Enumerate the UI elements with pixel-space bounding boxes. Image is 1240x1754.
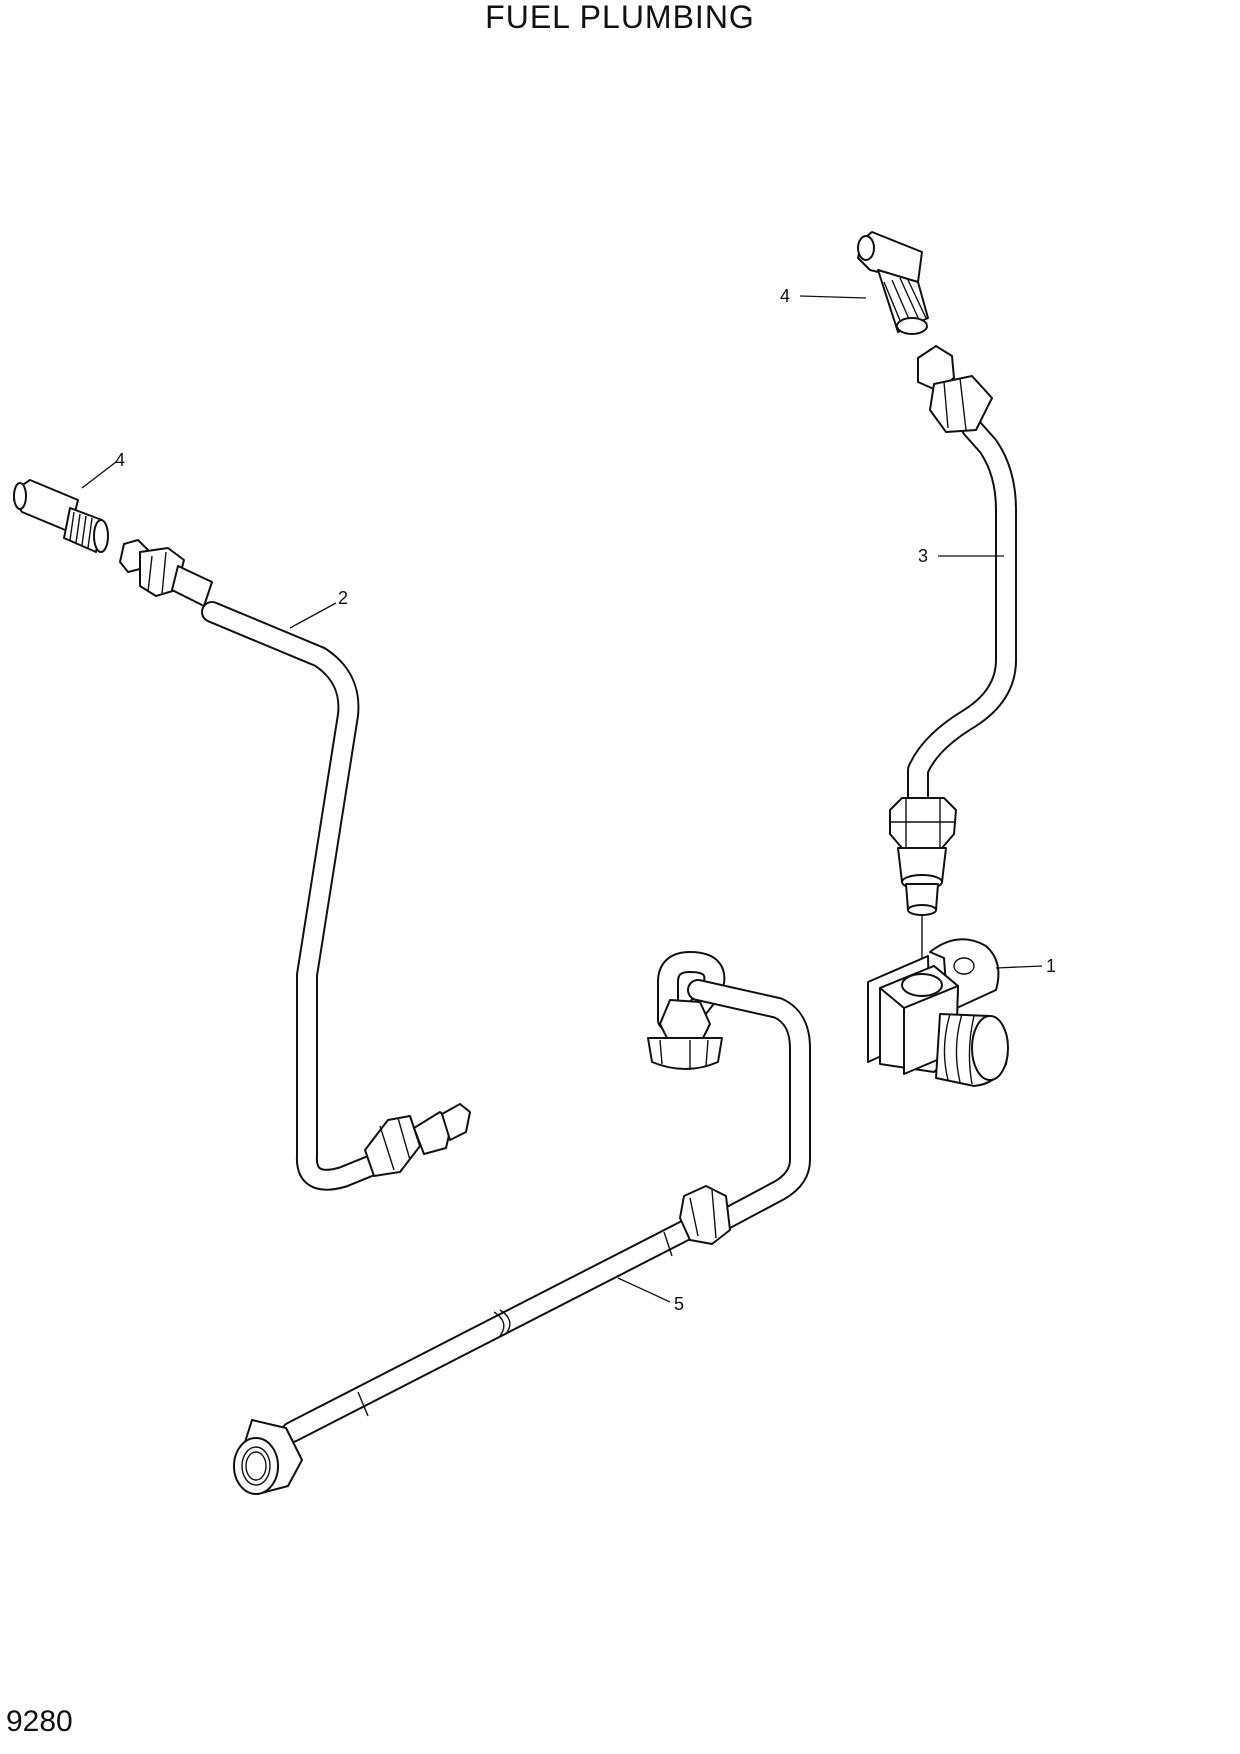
- pipe-2-upper-nut: [119, 539, 213, 607]
- callout-4-top: 4: [780, 286, 790, 306]
- fuel-pipe-2: [201, 601, 386, 1191]
- pipe-3-lower-nut: [889, 797, 957, 985]
- hose-5-middle-nut: [679, 1185, 731, 1245]
- connector-fitting-left: [13, 479, 109, 553]
- pipe-2-lower-nut: [364, 1103, 471, 1177]
- fuel-hose-5: [281, 951, 811, 1443]
- hose-5-upper-nut: [647, 999, 723, 1070]
- callout-1: 1: [1046, 956, 1056, 976]
- page-number: 9280: [6, 1705, 73, 1738]
- leader-lines: [81, 295, 1043, 1303]
- callout-3: 3: [918, 546, 928, 566]
- callout-2: 2: [338, 588, 348, 608]
- fuel-pipe-3: [907, 417, 1017, 821]
- pipe-3-upper-nut: [917, 345, 993, 433]
- hose-5-end-nut: [233, 1419, 303, 1495]
- callout-4-left: 4: [115, 450, 125, 470]
- banjo-block-fitting-1: [867, 938, 1009, 1087]
- page-title: FUEL PLUMBING: [485, 0, 755, 35]
- callout-5: 5: [674, 1294, 684, 1314]
- connector-fitting-top: [857, 231, 929, 335]
